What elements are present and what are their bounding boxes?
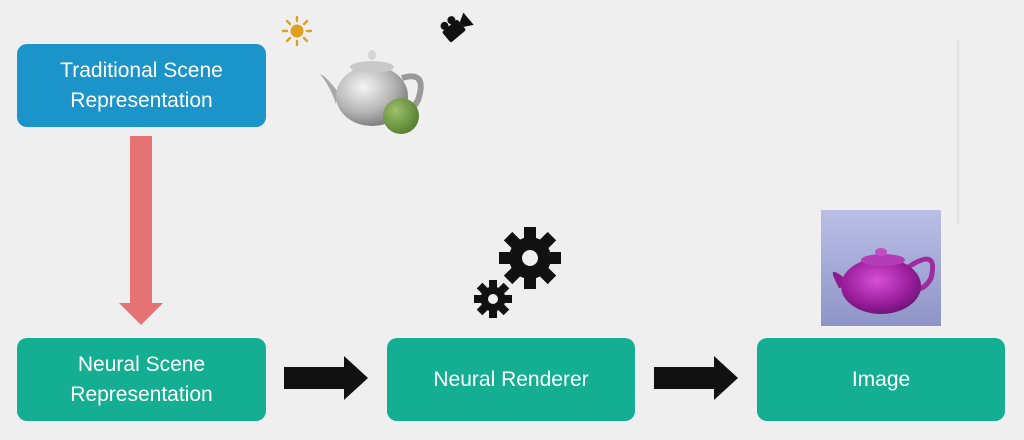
image-box: Image	[757, 338, 1005, 421]
neural-renderer-box: Neural Renderer	[387, 338, 635, 421]
neural-scene-label-line2: Representation	[70, 382, 213, 406]
neural-renderer-label: Neural Renderer	[433, 367, 589, 391]
rendered-teapot-image	[821, 210, 941, 326]
teapot-icon	[320, 50, 424, 134]
conversion-arrow	[119, 136, 163, 325]
traditional-scene-label-line1: Traditional Scene	[60, 59, 223, 83]
neural-scene-label-line1: Neural Scene	[77, 353, 206, 377]
traditional-scene-label-line2: Representation	[70, 88, 213, 112]
camera-icon	[440, 12, 474, 42]
sun-icon	[281, 15, 313, 47]
traditional-scene-box: Traditional Scene Representation	[17, 44, 266, 127]
flow-arrow-2	[654, 356, 738, 400]
gears-icon	[474, 227, 561, 318]
flow-arrow-1	[284, 356, 368, 400]
neural-scene-box: Neural Scene Representation	[17, 338, 266, 421]
image-label: Image	[851, 367, 911, 391]
